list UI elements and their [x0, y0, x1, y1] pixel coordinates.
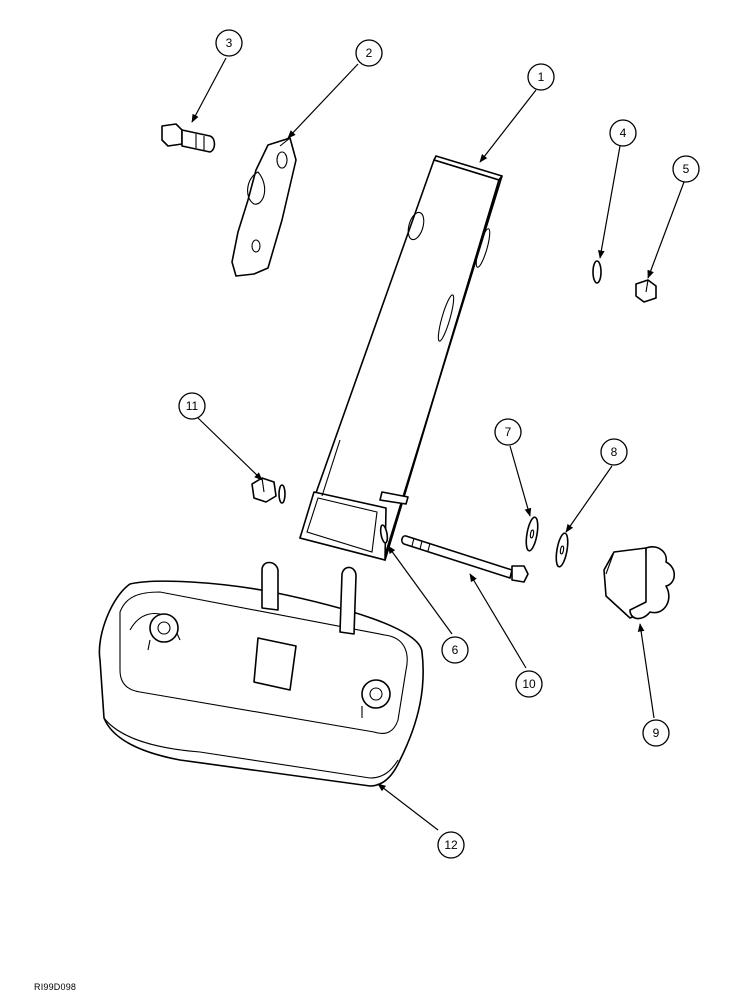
callout-2-number: 2: [366, 46, 373, 60]
figure-code: RI99D098: [34, 982, 77, 992]
callout-12-number: 12: [444, 838, 458, 852]
leader-10: [469, 573, 527, 669]
callout-8-number: 8: [611, 445, 618, 459]
callout-9: 9: [642, 719, 670, 747]
callout-2: 2: [355, 39, 383, 67]
leader-11: [197, 417, 263, 481]
callout-11: 11: [178, 392, 206, 420]
callout-10: 10: [515, 670, 543, 698]
leader-1: [479, 89, 537, 163]
part-5-nut: [635, 279, 657, 303]
leader-7: [509, 445, 532, 517]
part-11-nut-and-washer: [251, 477, 286, 504]
callout-3-number: 3: [226, 36, 233, 50]
leader-9: [637, 623, 655, 719]
leader-12: [377, 783, 439, 831]
part-10-long-bolt: [401, 535, 529, 583]
leader-8: [565, 465, 613, 533]
callout-5-number: 5: [683, 162, 690, 176]
callout-4: 4: [609, 119, 637, 147]
callout-1-number: 1: [538, 70, 545, 84]
part-4-washer: [592, 260, 602, 284]
leader-3: [191, 57, 227, 123]
callout-6: 6: [441, 636, 469, 664]
part-2-hinge-bracket: [231, 137, 297, 277]
callout-12: 12: [437, 831, 465, 859]
callout-11-number: 11: [186, 399, 199, 413]
leader-lines: [191, 57, 685, 831]
leader-5: [647, 181, 685, 279]
callout-5: 5: [672, 155, 700, 183]
part-6-washer: [379, 524, 389, 544]
callout-10-number: 10: [522, 677, 536, 691]
leader-2: [287, 63, 359, 139]
part-7-washer: [525, 516, 539, 552]
callout-1: 1: [527, 63, 555, 91]
callout-3: 3: [215, 29, 243, 57]
part-1-square-tube: [299, 155, 503, 561]
callout-6-number: 6: [452, 643, 459, 657]
leader-6: [387, 545, 453, 635]
callout-7-number: 7: [505, 425, 512, 439]
callout-9-number: 9: [653, 726, 660, 740]
part-8-washer: [555, 532, 569, 568]
callout-7: 7: [494, 418, 522, 446]
part-3-bolt: [161, 123, 216, 153]
part-12-base-housing: [98, 561, 424, 787]
leader-4: [598, 145, 621, 259]
callout-8: 8: [600, 438, 628, 466]
part-9-knob: [603, 546, 676, 620]
callout-4-number: 4: [620, 126, 627, 140]
